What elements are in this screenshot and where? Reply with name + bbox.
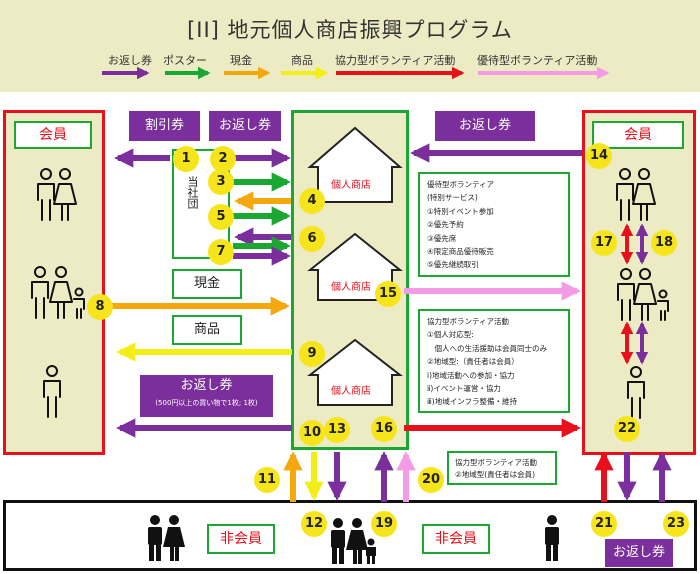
step-badge-11: 11	[254, 467, 280, 493]
legend-label-preferential: 優待型ボランティア活動	[477, 54, 598, 67]
cash-tag: 現金	[172, 269, 242, 299]
discount-ticket-tag: 割引券	[129, 111, 200, 141]
step-badge-14: 14	[586, 143, 612, 169]
preferential-volunteer-box: 優待型ボランティア (特別サービス) ①特別イベント参加 ②優先予約 ③優先席 …	[418, 172, 570, 277]
person-icon	[43, 365, 61, 418]
step-badge-15: 15	[375, 281, 401, 307]
step-badge-12: 12	[301, 511, 327, 537]
couple-icon	[148, 515, 185, 561]
person-icon	[627, 366, 645, 419]
shop-label: 個人商店	[331, 180, 371, 191]
step-badge-23: 23	[663, 511, 689, 537]
return-ticket-tag-bottom: お返し券	[605, 539, 673, 567]
preferential-line: (特別サービス)	[427, 193, 478, 203]
page-title: [II] 地元個人商店振興プログラム	[187, 18, 513, 42]
regional-note-box: 協力型ボランティア活動 ②地域型(責任者は会員)	[447, 451, 557, 485]
regional-note-line: 協力型ボランティア活動	[455, 458, 538, 467]
step-badge-9: 9	[299, 341, 325, 367]
return-ticket-large-note: (500円以上の買い物で1枚; 1枚)	[155, 399, 258, 407]
cooperative-line: ⅲ)地域インフラ整備・維持	[427, 397, 517, 407]
cooperative-line: 協力型ボランティア活動	[427, 317, 510, 326]
step-badge-22: 22	[614, 416, 640, 442]
preferential-line: ①特別イベント参加	[427, 206, 494, 216]
cooperative-line: ②地域型:（責任者は会員）	[427, 357, 519, 367]
step-badge-7: 7	[208, 239, 234, 265]
nonmember-label-left: 非会員	[207, 524, 275, 554]
cooperative-line: ⅱ)イベント運営・協力	[427, 384, 501, 394]
preferential-line: ③優先席	[427, 233, 457, 243]
right-member-label: 会員	[592, 121, 684, 149]
shop-house-icon	[307, 126, 403, 203]
cooperative-line: 個人への生活援助は会員同士のみ	[427, 343, 547, 353]
family-icon	[31, 266, 85, 319]
return-ticket-tag-right: お返し券	[435, 111, 535, 141]
return-ticket-large-label: お返し券	[180, 378, 233, 393]
cooperative-line: ⅰ)地域活動への参加・協力	[427, 370, 515, 380]
family-icon	[331, 518, 376, 564]
company-label: 当社団	[186, 176, 199, 209]
preferential-line: ④限定商品優待販売	[427, 247, 494, 257]
flow-arrows	[108, 143, 672, 502]
left-member-label: 会員	[14, 121, 92, 149]
couple-icon	[37, 168, 77, 221]
step-badge-2: 2	[210, 146, 236, 172]
regional-note-line: ②地域型(責任者は会員)	[455, 470, 536, 479]
preferential-line: ②優先予約	[427, 220, 464, 230]
step-badge-17: 17	[591, 230, 617, 256]
shop-houses	[307, 126, 403, 406]
step-badge-13: 13	[324, 417, 350, 443]
goods-tag: 商品	[172, 315, 242, 345]
cooperative-volunteer-box: 協力型ボランティア活動 ①個人対応型: 個人への生活援助は会員同士のみ ②地域型…	[418, 309, 570, 413]
preferential-line: 優待型ボランティア	[427, 180, 495, 189]
family-icon	[617, 268, 669, 321]
header-band	[0, 0, 700, 92]
step-badge-5: 5	[208, 204, 234, 230]
step-badge-16: 16	[371, 416, 397, 442]
person-icon	[545, 515, 559, 561]
step-badge-3: 3	[208, 169, 234, 195]
legend-label-cooperative: 協力型ボランティア活動	[335, 54, 456, 67]
cooperative-line: ①個人対応型:	[427, 330, 474, 340]
people-icons	[31, 168, 669, 419]
step-badge-1: 1	[173, 146, 199, 172]
nonmember-people	[148, 515, 559, 564]
legend-label-return-ticket: お返し券	[108, 54, 152, 67]
preferential-line: ⑤優先継続取引	[427, 260, 479, 270]
return-ticket-large-tag: お返し券 (500円以上の買い物で1枚; 1枚)	[140, 375, 273, 417]
couple-icon	[616, 168, 656, 221]
nonmember-label-right: 非会員	[422, 524, 490, 554]
step-badge-19: 19	[371, 511, 397, 537]
shop-label: 個人商店	[331, 282, 371, 293]
step-badge-20: 20	[418, 467, 444, 493]
step-badge-18: 18	[651, 230, 677, 256]
step-badge-4: 4	[299, 188, 325, 214]
return-ticket-tag-left: お返し券	[209, 111, 281, 141]
shop-label: 個人商店	[331, 386, 371, 397]
legend-label-poster: ポスター	[163, 54, 207, 67]
step-badge-8: 8	[87, 294, 113, 320]
step-badge-21: 21	[591, 511, 617, 537]
legend-label-cash: 現金	[230, 54, 252, 67]
step-badge-10: 10	[299, 420, 325, 446]
shop-house-icon	[307, 338, 403, 406]
legend-label-goods: 商品	[291, 54, 313, 67]
step-badge-6: 6	[299, 226, 325, 252]
